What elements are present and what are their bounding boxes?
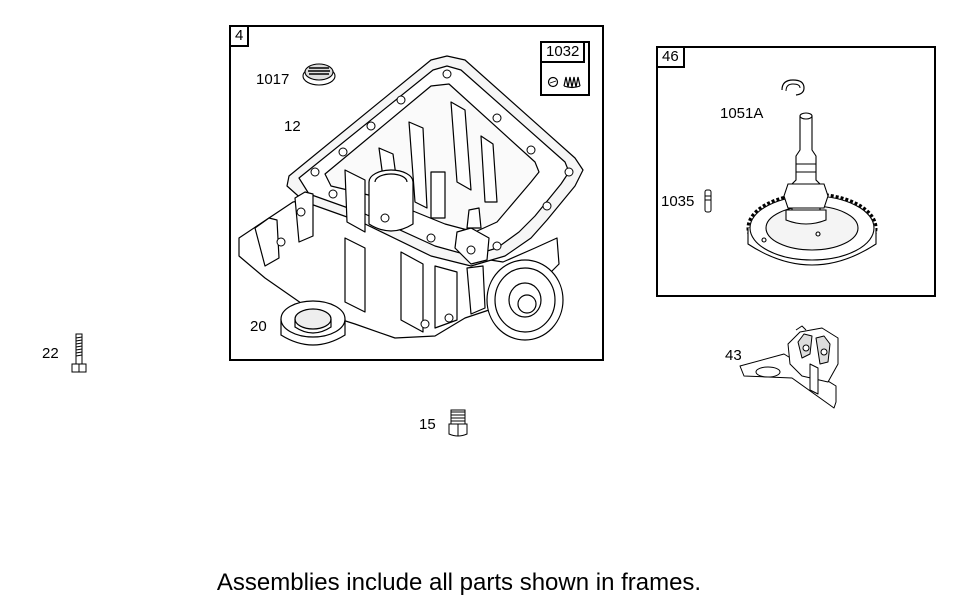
part-label-1017: 1017 xyxy=(256,71,290,88)
governor-bracket-43-drawing xyxy=(739,325,839,409)
part-label-1051a: 1051A xyxy=(720,105,764,122)
diagram-caption: Assemblies include all parts shown in fr… xyxy=(216,569,702,596)
frame-sump-assembly: 4 1032 xyxy=(229,25,604,361)
frame-number-46: 46 xyxy=(656,46,685,68)
oil-seal-20-drawing xyxy=(280,300,346,346)
breather-valve-1017-drawing xyxy=(302,63,336,86)
sump-casting-drawing xyxy=(238,55,584,341)
ball-and-spring-drawing xyxy=(547,76,581,89)
frame-cam-gear: 46 1051A 1035 xyxy=(656,46,936,297)
part-label-22: 22 xyxy=(42,345,59,362)
cam-gear-drawing xyxy=(746,112,878,266)
frame-kit-1032: 1032 xyxy=(540,41,590,96)
part-label-12: 12 xyxy=(284,118,301,135)
part-label-43: 43 xyxy=(725,347,742,364)
frame-number-1032: 1032 xyxy=(540,41,586,63)
part-label-20: 20 xyxy=(250,318,267,335)
part-label-15: 15 xyxy=(419,416,436,433)
frame-number-4: 4 xyxy=(229,25,250,47)
bolt-22-drawing xyxy=(71,333,87,373)
drain-plug-15-drawing xyxy=(448,409,468,437)
pin-1035-drawing xyxy=(704,189,712,213)
part-label-1035: 1035 xyxy=(661,193,695,210)
retaining-ring-drawing xyxy=(781,79,805,96)
